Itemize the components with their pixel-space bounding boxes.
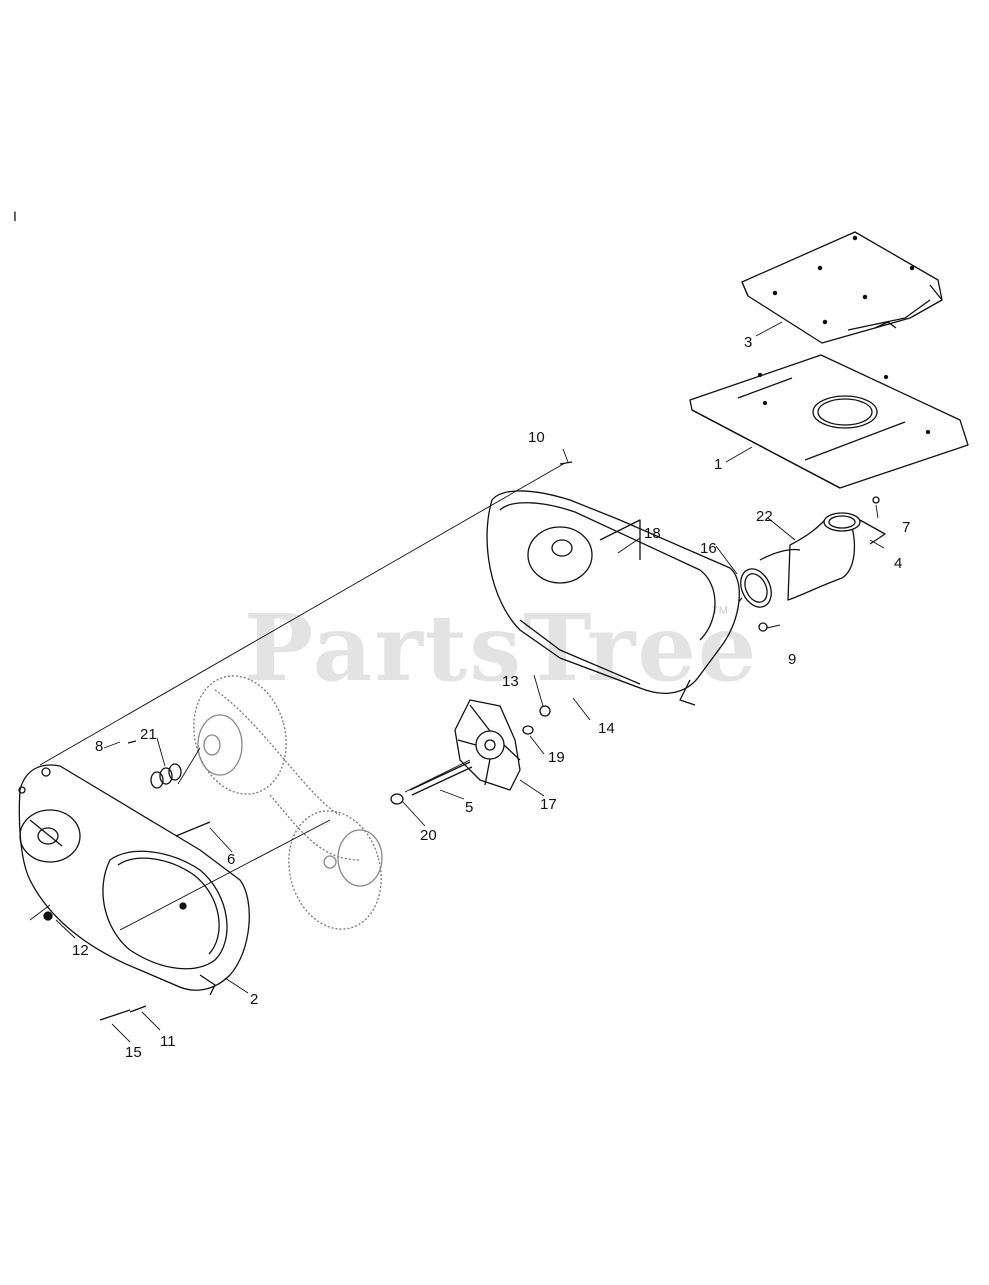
drive-pulley [197,714,243,776]
washer [390,725,534,805]
callout-15: 15 [125,1044,142,1061]
callout-14: 14 [598,720,615,737]
callout-leaders [55,321,885,1043]
belt-cover-outer [18,764,250,996]
seat-plate [741,231,943,344]
intake-tube [759,512,886,601]
drive-belt [193,675,382,930]
spacer [150,763,182,789]
callout-22: 22 [756,508,773,525]
driven-pulley [323,829,383,887]
callout-17: 17 [540,796,557,813]
frame-plate [689,354,969,489]
callout-9: 9 [788,651,796,668]
explosion-lines [29,462,566,931]
callout-7: 7 [902,519,910,536]
callout-3: 3 [744,334,752,351]
callout-5: 5 [465,799,473,816]
cooling-fan [454,699,521,791]
nut [43,496,880,921]
callout-10: 10 [528,429,545,446]
callout-20: 20 [420,827,437,844]
callout-labels: 1 2 3 4 5 6 7 8 9 10 11 12 13 14 15 16 1… [72,334,910,1061]
callout-18: 18 [644,525,661,542]
callout-12: 12 [72,942,89,959]
watermark-tm: TM [712,605,728,617]
corner-mark: I [13,208,17,224]
belt-cover-inner [486,490,740,706]
watermark: PartsTree [244,594,758,702]
callout-8: 8 [95,738,103,755]
callout-11: 11 [160,1033,176,1050]
callout-16: 16 [700,540,717,557]
hose-clamp [734,568,772,608]
callout-1: 1 [714,456,722,473]
callout-19: 19 [548,749,565,766]
callout-4: 4 [894,555,902,572]
fan-shaft [409,761,473,796]
callout-13: 13 [502,673,519,690]
callout-21: 21 [140,726,157,743]
callout-6: 6 [227,851,235,868]
callout-2: 2 [250,991,258,1008]
bolt [99,461,573,1021]
